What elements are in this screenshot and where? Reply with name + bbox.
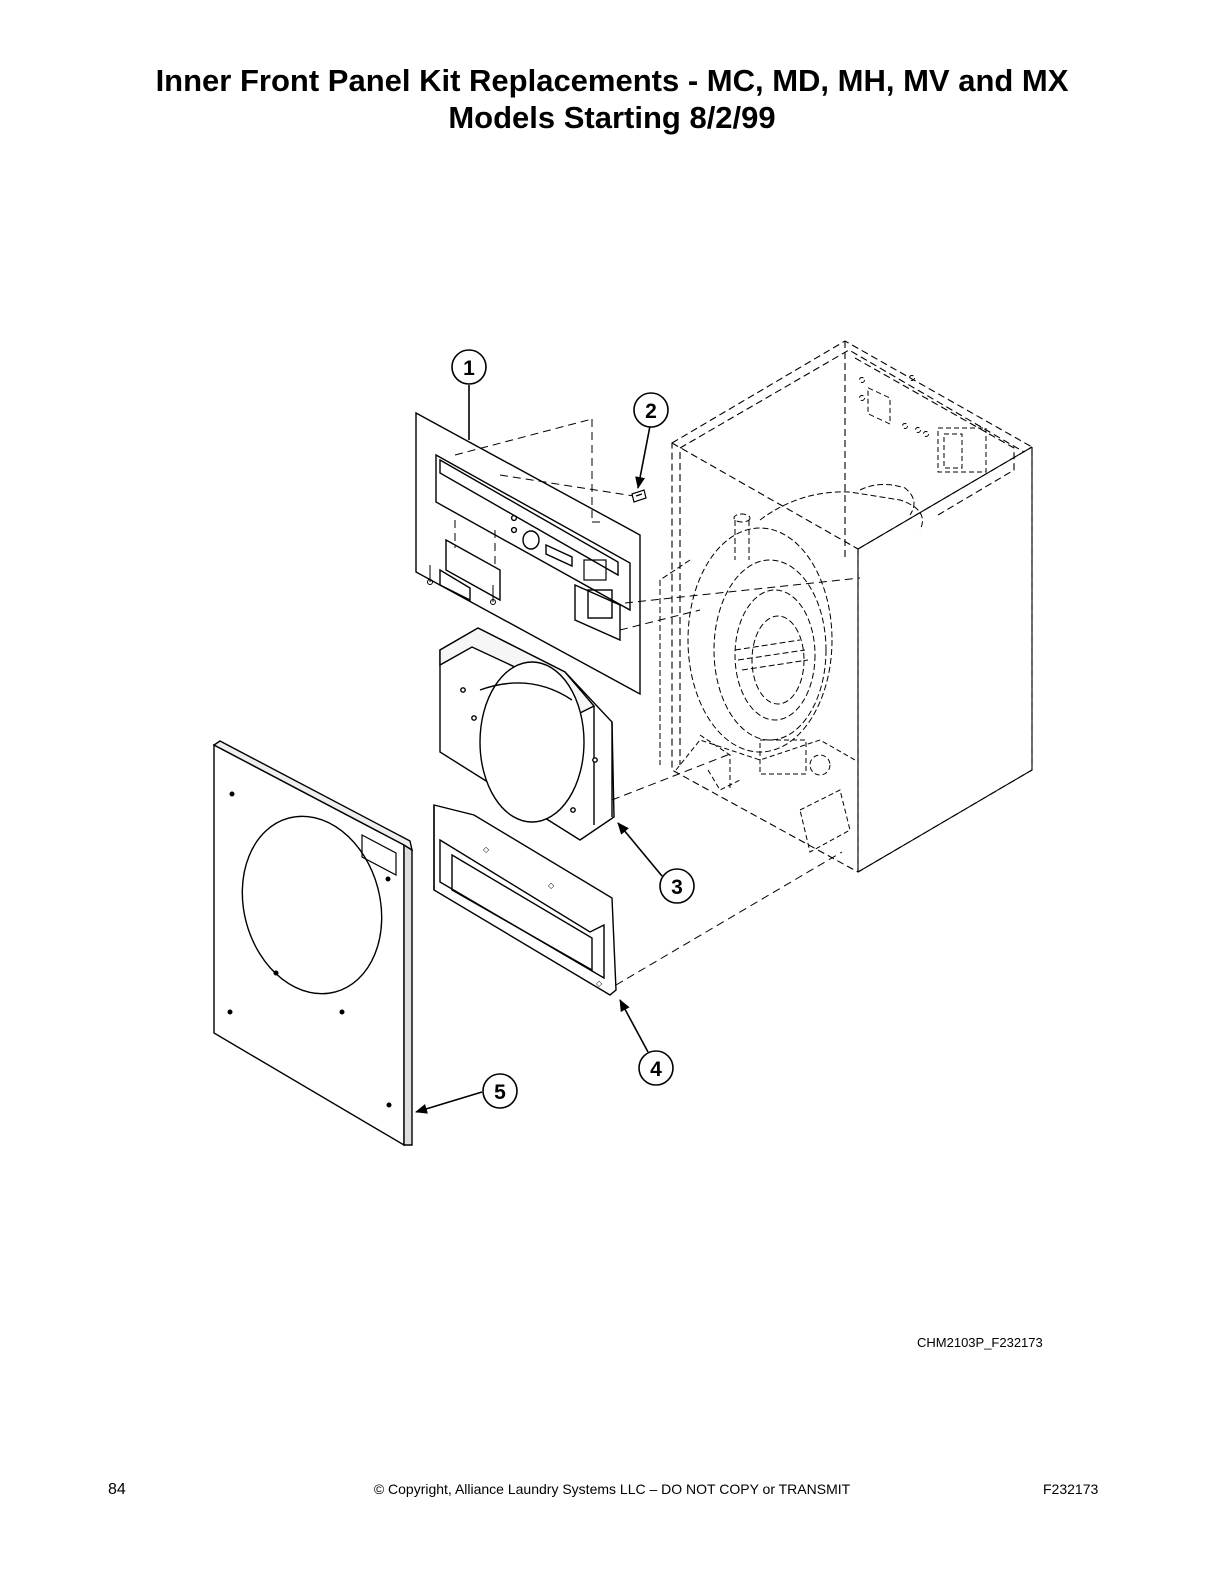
title-line-2: Models Starting 8/2/99 [448,100,776,135]
callout-2: 2 [633,392,669,428]
alignment-line-part-4 [615,851,843,986]
svg-text:◇: ◇ [483,845,490,854]
callout-4-label: 4 [650,1058,662,1081]
dryer-cabinet [671,340,1033,873]
part-3-drum-shroud [439,627,615,841]
dryer-base-components [675,734,856,853]
callout-1: 1 [451,349,487,385]
part-2-screw [631,489,647,503]
panel-screws [427,565,496,605]
dryer-drum [659,484,923,765]
callout-2-label: 2 [645,400,657,423]
figure-id: CHM2103P_F232173 [917,1335,1043,1350]
callout-5-label: 5 [494,1081,506,1104]
callout-leaders [415,385,663,1114]
svg-text:◇: ◇ [548,881,555,890]
svg-text:◇: ◇ [596,979,603,988]
page-number: 84 [108,1481,126,1498]
control-board-detail [859,375,987,473]
page-title: Inner Front Panel Kit Replacements - MC,… [0,62,1224,136]
document-id: F232173 [1043,1481,1099,1497]
callout-3: 3 [659,868,695,904]
part-5-front-panel [212,740,414,1147]
alignment-lines-part-1 [454,418,861,631]
part-1-control-panel [415,411,641,696]
callout-4: 4 [638,1050,674,1086]
callout-3-label: 3 [671,876,683,899]
dryer-cabinet-side-solid [857,446,1033,873]
callout-1-label: 1 [463,357,475,380]
callout-5: 5 [482,1073,518,1109]
copyright-notice: © Copyright, Alliance Laundry Systems LL… [373,1481,851,1497]
part-4-lower-bracket: ◇ ◇ ◇ [433,804,617,996]
title-line-1: Inner Front Panel Kit Replacements - MC,… [155,63,1069,98]
alignment-line-part-3 [611,753,731,801]
